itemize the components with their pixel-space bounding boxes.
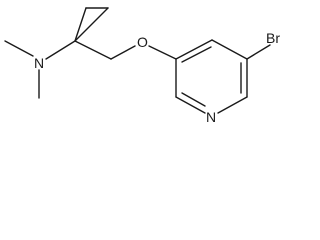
- atom-label-bromine: Br: [266, 30, 280, 46]
- bond-c3-c4-double: [181, 46, 212, 63]
- bond-n-c2-double: [181, 92, 206, 107]
- cyclopropane-ring: [74, 7, 109, 42]
- pyridine-ring: [175, 39, 248, 114]
- bond-c6-n: [217, 96, 248, 114]
- bond-c3-c4: [175, 39, 213, 60]
- bond-cyclopropane-left: [74, 7, 87, 42]
- bond-n-c2: [175, 96, 206, 114]
- dimethylamino-group: [4, 40, 76, 99]
- bond-ch2-o: [110, 45, 136, 60]
- bond-o-aryl: [148, 45, 177, 60]
- methyleneoxy-linker: [74, 40, 177, 60]
- atom-label-pyridine-nitrogen: N: [206, 109, 216, 125]
- bond-c4-c5: [211, 39, 248, 60]
- atom-label-oxygen: O: [137, 34, 148, 50]
- bond-cyclopropane-right: [74, 7, 109, 42]
- bond-c5-br: [246, 44, 271, 60]
- bromo-substituent: [246, 44, 271, 60]
- bond-c-ch2: [74, 40, 112, 60]
- structure-diagram: N O Br N: [4, 7, 280, 125]
- bond-n-methyl-upper: [4, 40, 34, 57]
- bond-c-n: [45, 40, 76, 60]
- atom-label-amine-nitrogen: N: [34, 55, 44, 71]
